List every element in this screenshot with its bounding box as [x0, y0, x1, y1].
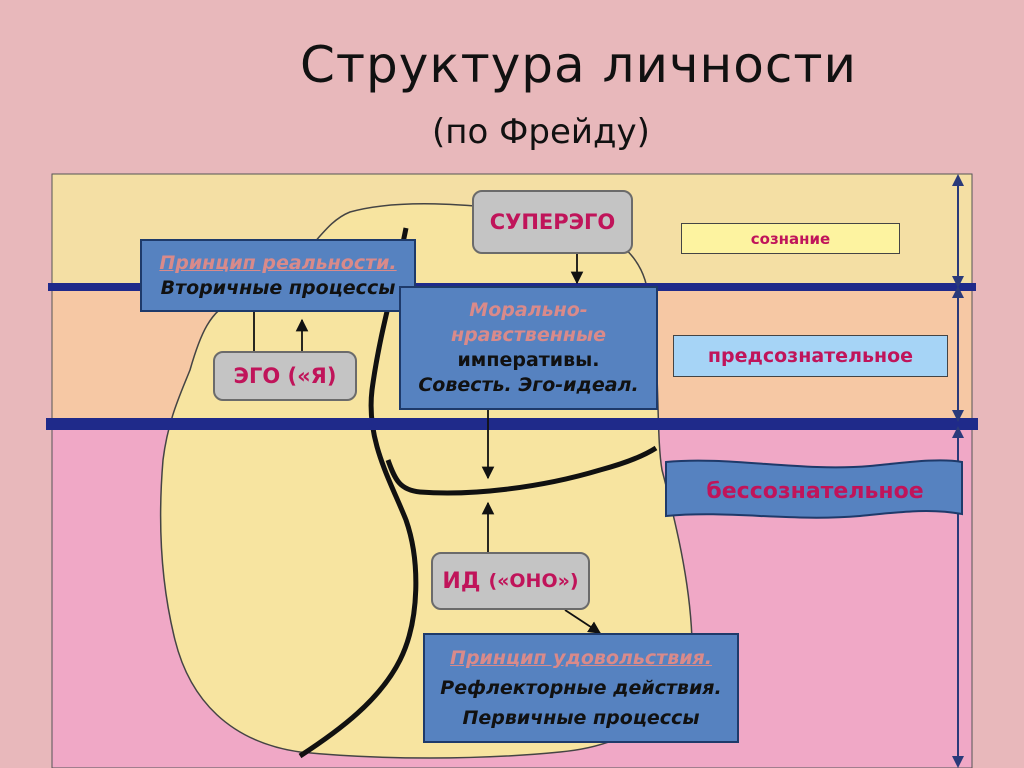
superego-label: СУПЕРЭГО	[489, 210, 616, 234]
unconscious-text: бессознательное	[706, 478, 924, 504]
superego-desc-line4: Совесть. Эго-идеал.	[418, 374, 639, 396]
ego-box: ЭГО («Я)	[213, 351, 357, 401]
id-description-box: Принцип удовольствия. Рефлекторные дейст…	[423, 633, 739, 743]
id-principle-text: Принцип удовольствия.	[450, 647, 712, 669]
preconscious-label: предсознательное	[673, 335, 948, 377]
ego-principle-text: Принцип реальности.	[159, 251, 397, 274]
superego-description-box: Морально- нравственные императивы. Совес…	[399, 286, 658, 410]
page-title: Структура личности	[300, 36, 857, 94]
preconscious-text: предсознательное	[707, 345, 914, 367]
id-desc-line3: Первичные процессы	[462, 707, 700, 729]
conscious-label: сознание	[681, 223, 900, 254]
id-label-main: ИД	[442, 568, 481, 594]
page-subtitle: (по Фрейду)	[432, 112, 650, 152]
id-desc-line2: Рефлекторные действия.	[440, 677, 722, 699]
ego-boundary-curve	[298, 227, 419, 759]
divider-unconscious	[46, 418, 978, 430]
id-label-sub: («ОНО»)	[488, 570, 579, 592]
superego-box: СУПЕРЭГО	[472, 190, 633, 254]
superego-desc-line1: Морально-	[469, 299, 588, 321]
unconscious-label: бессознательное	[670, 470, 960, 512]
conscious-text: сознание	[750, 229, 831, 248]
superego-desc-line2: нравственные	[450, 324, 607, 346]
id-box: ИД («ОНО»)	[431, 552, 590, 610]
superego-desc-line3: императивы.	[457, 349, 600, 371]
unconscious-banner	[665, 459, 963, 519]
ego-process-text: Вторичные процессы	[160, 276, 396, 299]
ego-label: ЭГО («Я)	[233, 364, 337, 388]
superego-boundary-curve	[385, 445, 658, 496]
ego-description-box: Принцип реальности. Вторичные процессы	[140, 239, 416, 312]
id-arrow-down	[564, 609, 602, 634]
